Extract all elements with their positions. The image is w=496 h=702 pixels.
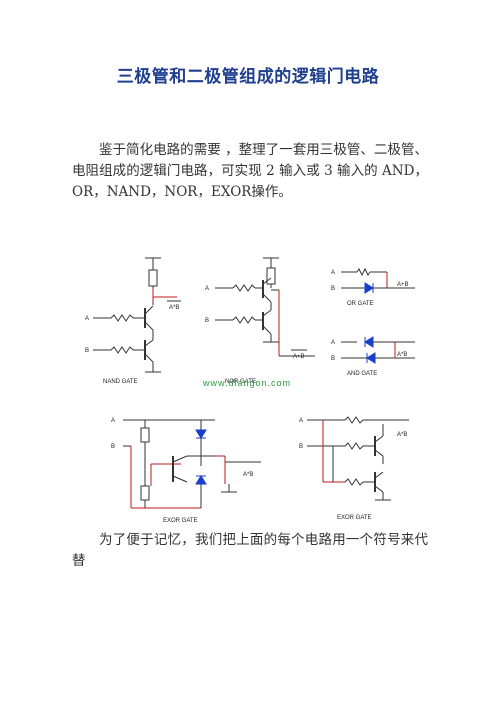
nand-input-a: A xyxy=(85,316,89,322)
nor-gate-diagram xyxy=(215,257,315,357)
exor1-input-a: A xyxy=(111,418,115,424)
exor2-caption: EXOR GATE xyxy=(337,515,372,521)
nor-caption: NOR GATE xyxy=(225,379,256,385)
and-input-b: B xyxy=(331,356,335,362)
or-output: A+B xyxy=(397,282,409,288)
exor-gate-diagram-2 xyxy=(307,416,409,501)
and-caption: AND GATE xyxy=(347,371,377,377)
intro-paragraph: 鉴于简化电路的需要 ，整理了一套用三极管、二极管、电阻组成的逻辑门电路，可实现 … xyxy=(72,142,428,200)
document-title: 三极管和二极管组成的逻辑门电路 xyxy=(116,67,380,87)
nand-caption: NAND GATE xyxy=(103,379,138,385)
exor2-input-b: B xyxy=(299,444,303,450)
watermark: www.diangon.com xyxy=(202,378,291,388)
and-output: A*B xyxy=(397,352,407,358)
exor1-output: A*B xyxy=(243,472,253,478)
circuit-figure: A B A*B NAND GATE A B A+B NOR GATE A B A… xyxy=(85,257,415,524)
nor-input-b: B xyxy=(205,318,209,324)
nor-output: A+B xyxy=(293,354,305,360)
exor-gate-diagram-1 xyxy=(123,419,261,509)
or-input-b: B xyxy=(331,286,335,292)
exor1-input-b: B xyxy=(111,444,115,450)
nand-output: A*B xyxy=(169,305,179,311)
exor1-caption: EXOR GATE xyxy=(163,518,198,524)
closing-paragraph: 为了便于记忆，我们把上面的每个电路用一个符号来代替 xyxy=(72,532,428,569)
or-caption: OR GATE xyxy=(347,301,374,307)
and-gate-diagram xyxy=(341,336,415,364)
exor2-input-a: A xyxy=(299,418,303,424)
nor-input-a: A xyxy=(205,286,209,292)
or-gate-diagram xyxy=(341,267,415,294)
exor2-output: A*B xyxy=(397,432,407,438)
nand-gate-diagram xyxy=(93,257,181,373)
or-input-a: A xyxy=(331,270,335,276)
and-input-a: A xyxy=(331,340,335,346)
nand-input-b: B xyxy=(85,348,89,354)
